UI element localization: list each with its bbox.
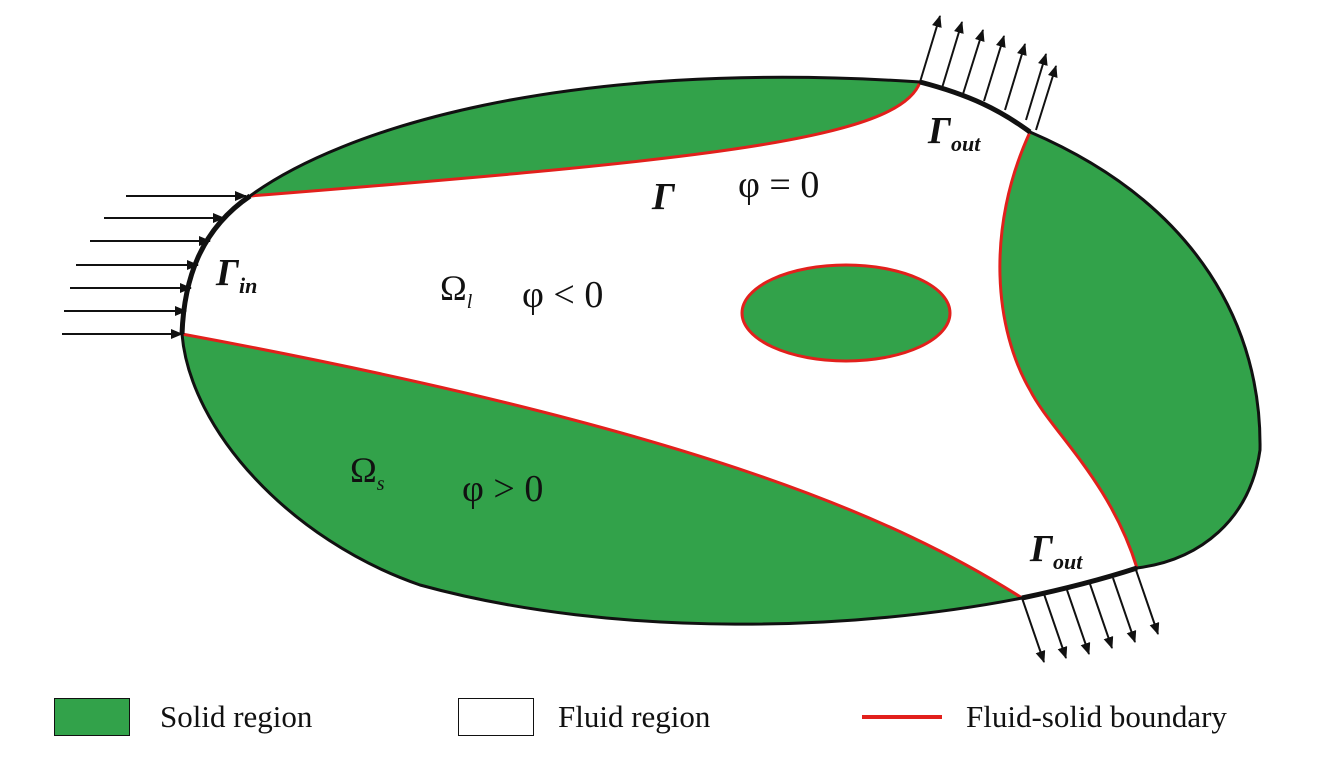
outlet-boundary-top (919, 79, 1032, 135)
gamma-in-label: Γin (216, 252, 258, 298)
legend-fluid-text: Fluid region (558, 699, 711, 734)
boundary-bottom (181, 332, 1023, 600)
legend-solid-swatch (54, 698, 130, 736)
legend-fluid: Fluid region (458, 696, 710, 738)
solid-region-top (250, 77, 920, 196)
solid-region-bottom (182, 334, 1022, 625)
phi-negative-label: φ < 0 (522, 274, 604, 316)
legend-solid: Solid region (54, 696, 312, 738)
omega-s-label: Ωs (350, 450, 385, 495)
outlet-arrows-bottom (1021, 569, 1160, 663)
domain-outline (180, 75, 1262, 626)
solid-region-right (999, 132, 1261, 568)
legend-solid-text: Solid region (160, 699, 313, 734)
boundary-top (249, 81, 922, 198)
legend-boundary: Fluid-solid boundary (862, 696, 1227, 738)
phi-zero-label: φ = 0 (738, 164, 820, 206)
boundary-ellipse (740, 263, 952, 363)
gamma-interface-label: Γ (652, 176, 675, 218)
boundary-right (998, 131, 1139, 569)
legend-boundary-text: Fluid-solid boundary (966, 699, 1227, 734)
omega-l-label: Ωl (440, 268, 473, 313)
solid-region-ellipse (742, 265, 950, 361)
outlet-arrows-top (919, 15, 1058, 131)
legend-fluid-swatch (458, 698, 534, 736)
outlet-boundary-bottom (1021, 565, 1138, 601)
gamma-out-top-label: Γout (928, 110, 981, 156)
inlet-arrows (62, 191, 247, 339)
gamma-out-bottom-label: Γout (1030, 528, 1083, 574)
legend-boundary-line (862, 715, 942, 719)
phi-positive-label: φ > 0 (462, 468, 544, 510)
